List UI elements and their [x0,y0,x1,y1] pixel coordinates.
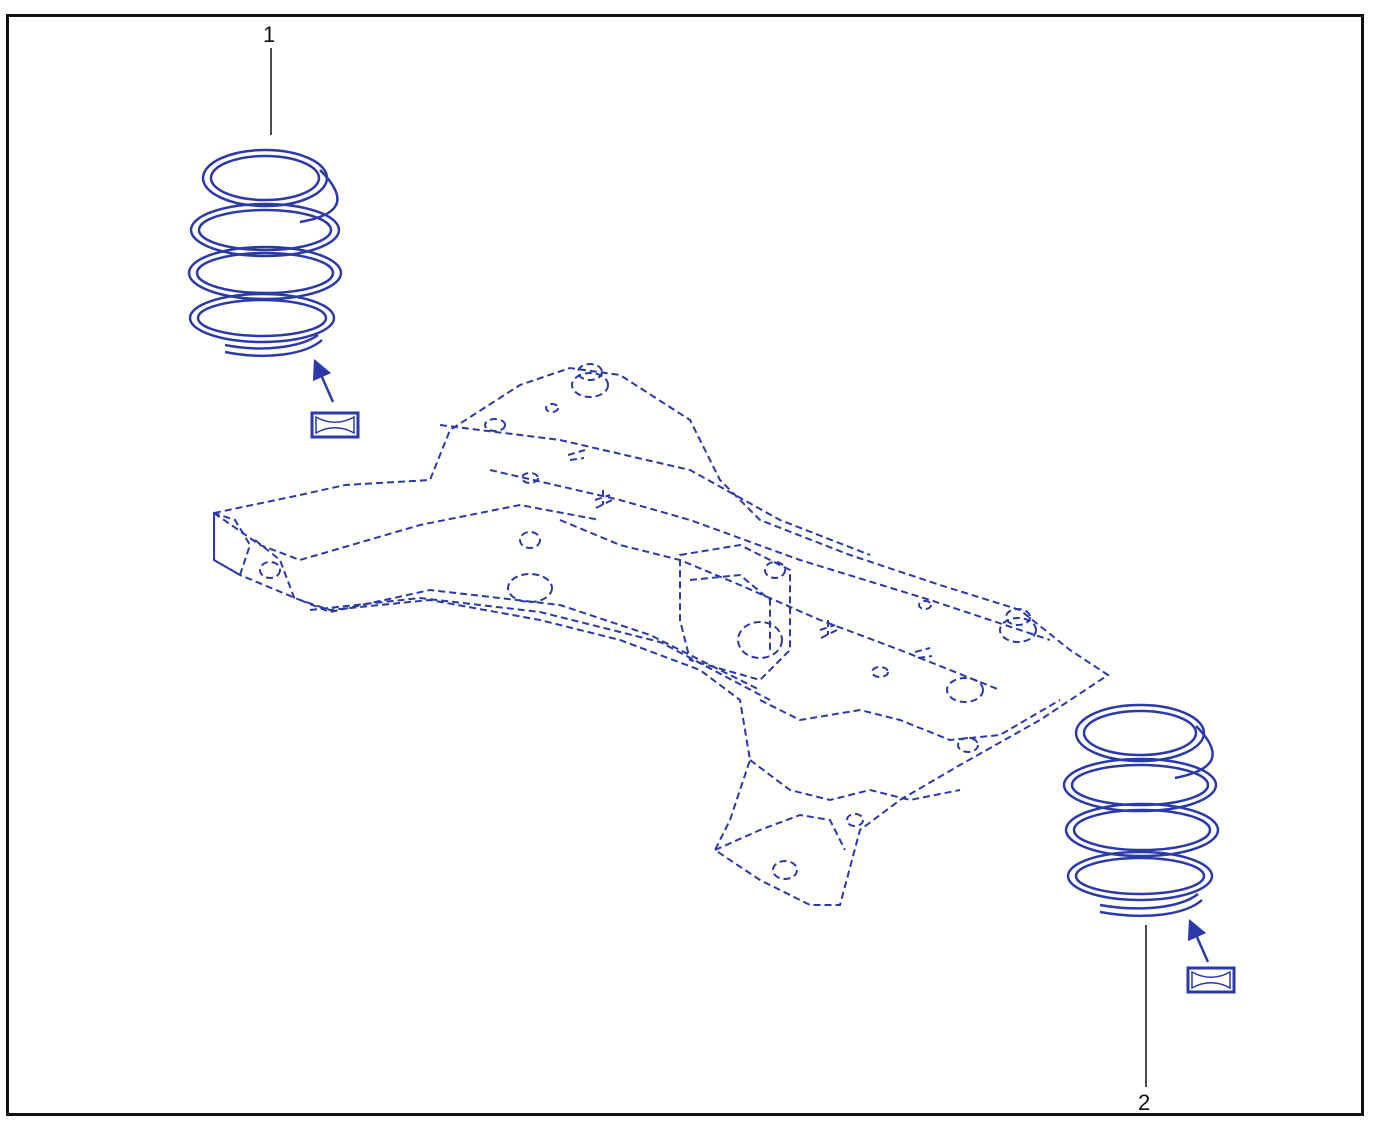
coil-spring-2 [1062,703,1220,917]
crossmember-subframe [213,363,1110,906]
arrow-icon [1187,918,1210,963]
arrow-icon [312,358,335,403]
lube-indicator-1 [310,358,360,439]
lubricant-symbol-icon [310,411,360,439]
callout-2: 2 [1138,925,1150,1115]
lube-indicator-2 [1186,918,1236,994]
callout-number-1: 1 [263,22,275,47]
callout-1: 1 [263,22,275,135]
callout-number-2: 2 [1138,1090,1150,1115]
coil-spring-1 [187,148,343,357]
lubricant-symbol-icon [1186,966,1236,994]
diagram-frame [6,14,1364,1116]
